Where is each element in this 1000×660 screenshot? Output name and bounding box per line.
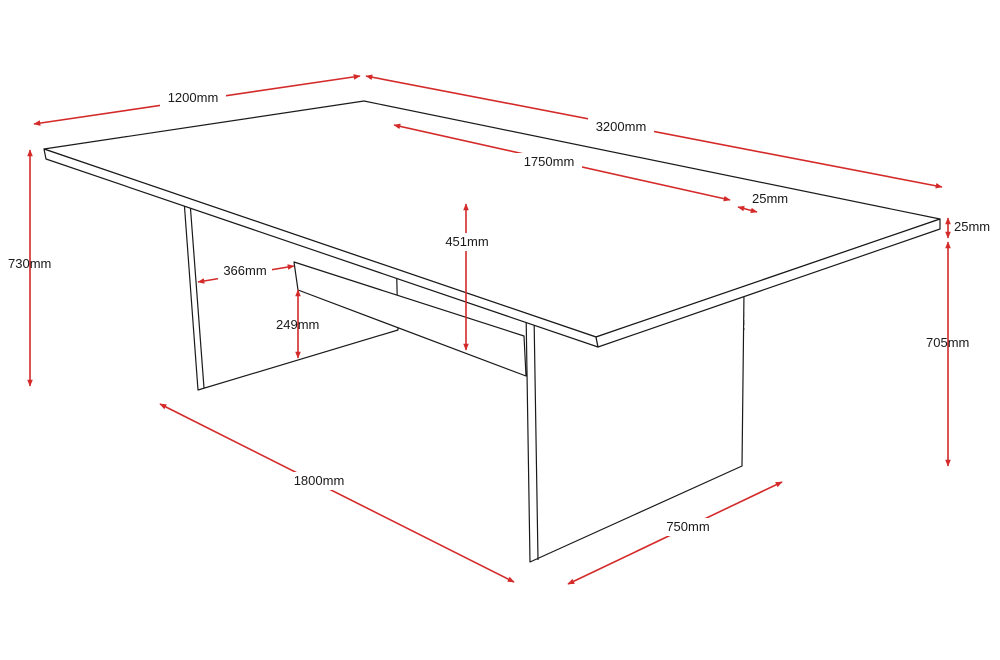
table-top-right-edge xyxy=(595,218,941,348)
label-total-height: 730mm xyxy=(8,256,51,271)
label-top-thickness: 25mm xyxy=(954,219,990,234)
label-top-width: 1200mm xyxy=(168,90,219,105)
label-inner-height: 451mm xyxy=(445,234,488,249)
label-panel-thickness: 25mm xyxy=(752,191,788,206)
left-leg-thickness xyxy=(189,201,205,389)
label-base-length: 1800mm xyxy=(294,473,345,488)
label-leg-depth: 750mm xyxy=(666,519,709,534)
label-rail-gap: 249mm xyxy=(276,317,319,332)
right-leg-thickness xyxy=(533,313,539,561)
label-leg-inset: 366mm xyxy=(223,263,266,278)
table-top xyxy=(43,100,941,348)
dim-line-base-length xyxy=(159,403,515,583)
dim-line-panel-thickness xyxy=(737,205,758,214)
dimension-labels: 1200mm 3200mm 1750mm 25mm 25mm 730mm 705… xyxy=(8,89,990,536)
label-inner-length: 1750mm xyxy=(524,154,575,169)
label-top-length: 3200mm xyxy=(596,119,647,134)
label-leg-height: 705mm xyxy=(926,335,969,350)
